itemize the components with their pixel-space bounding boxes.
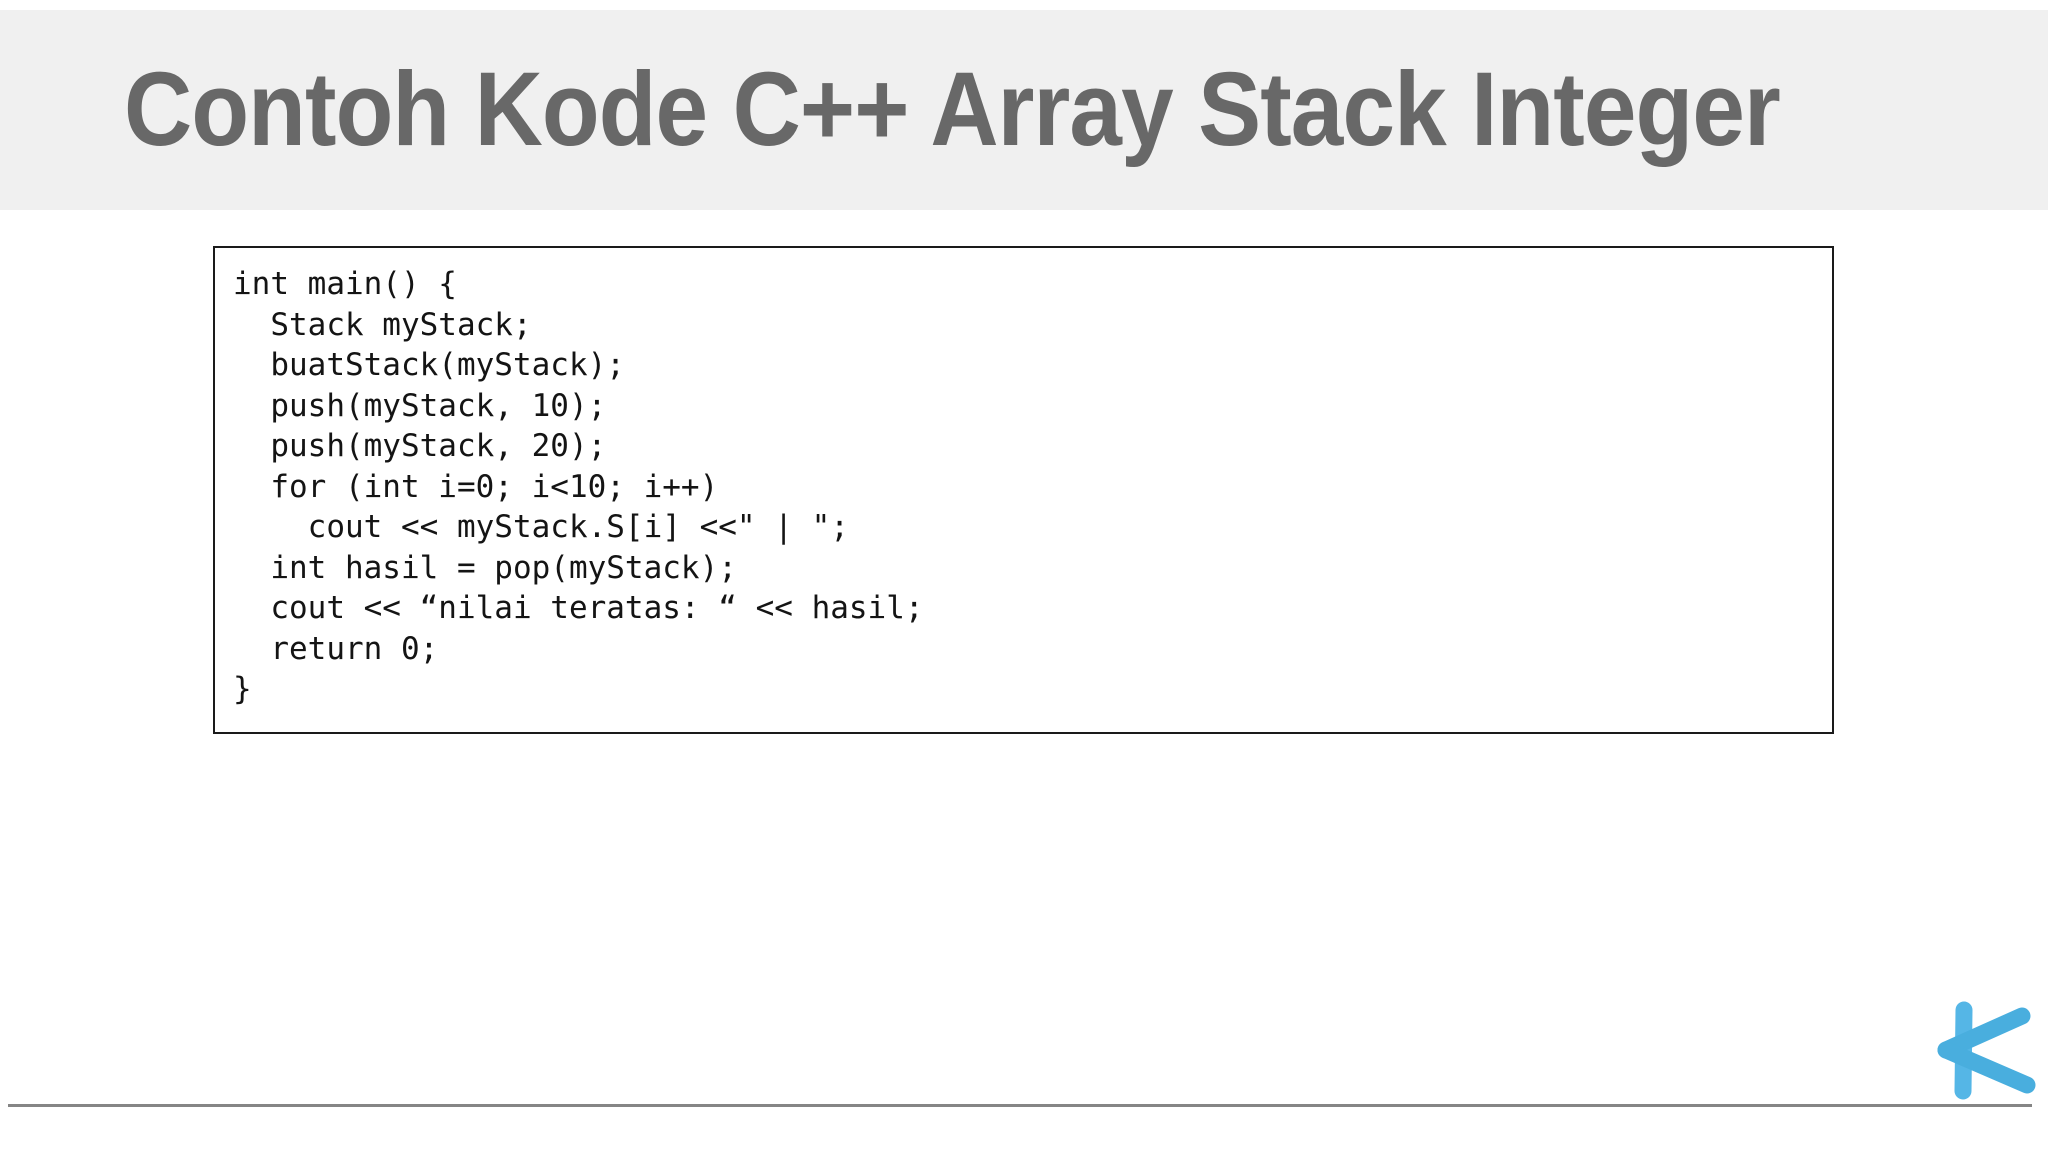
blue-k-logo — [1937, 1001, 2036, 1100]
page-title: Contoh Kode C++ Array Stack Integer — [124, 51, 1781, 168]
footer-divider — [8, 1104, 2032, 1107]
slide-header: Contoh Kode C++ Array Stack Integer — [0, 10, 2048, 210]
code-text: int main() { Stack myStack; buatStack(my… — [233, 266, 924, 707]
code-box: int main() { Stack myStack; buatStack(my… — [213, 246, 1834, 734]
